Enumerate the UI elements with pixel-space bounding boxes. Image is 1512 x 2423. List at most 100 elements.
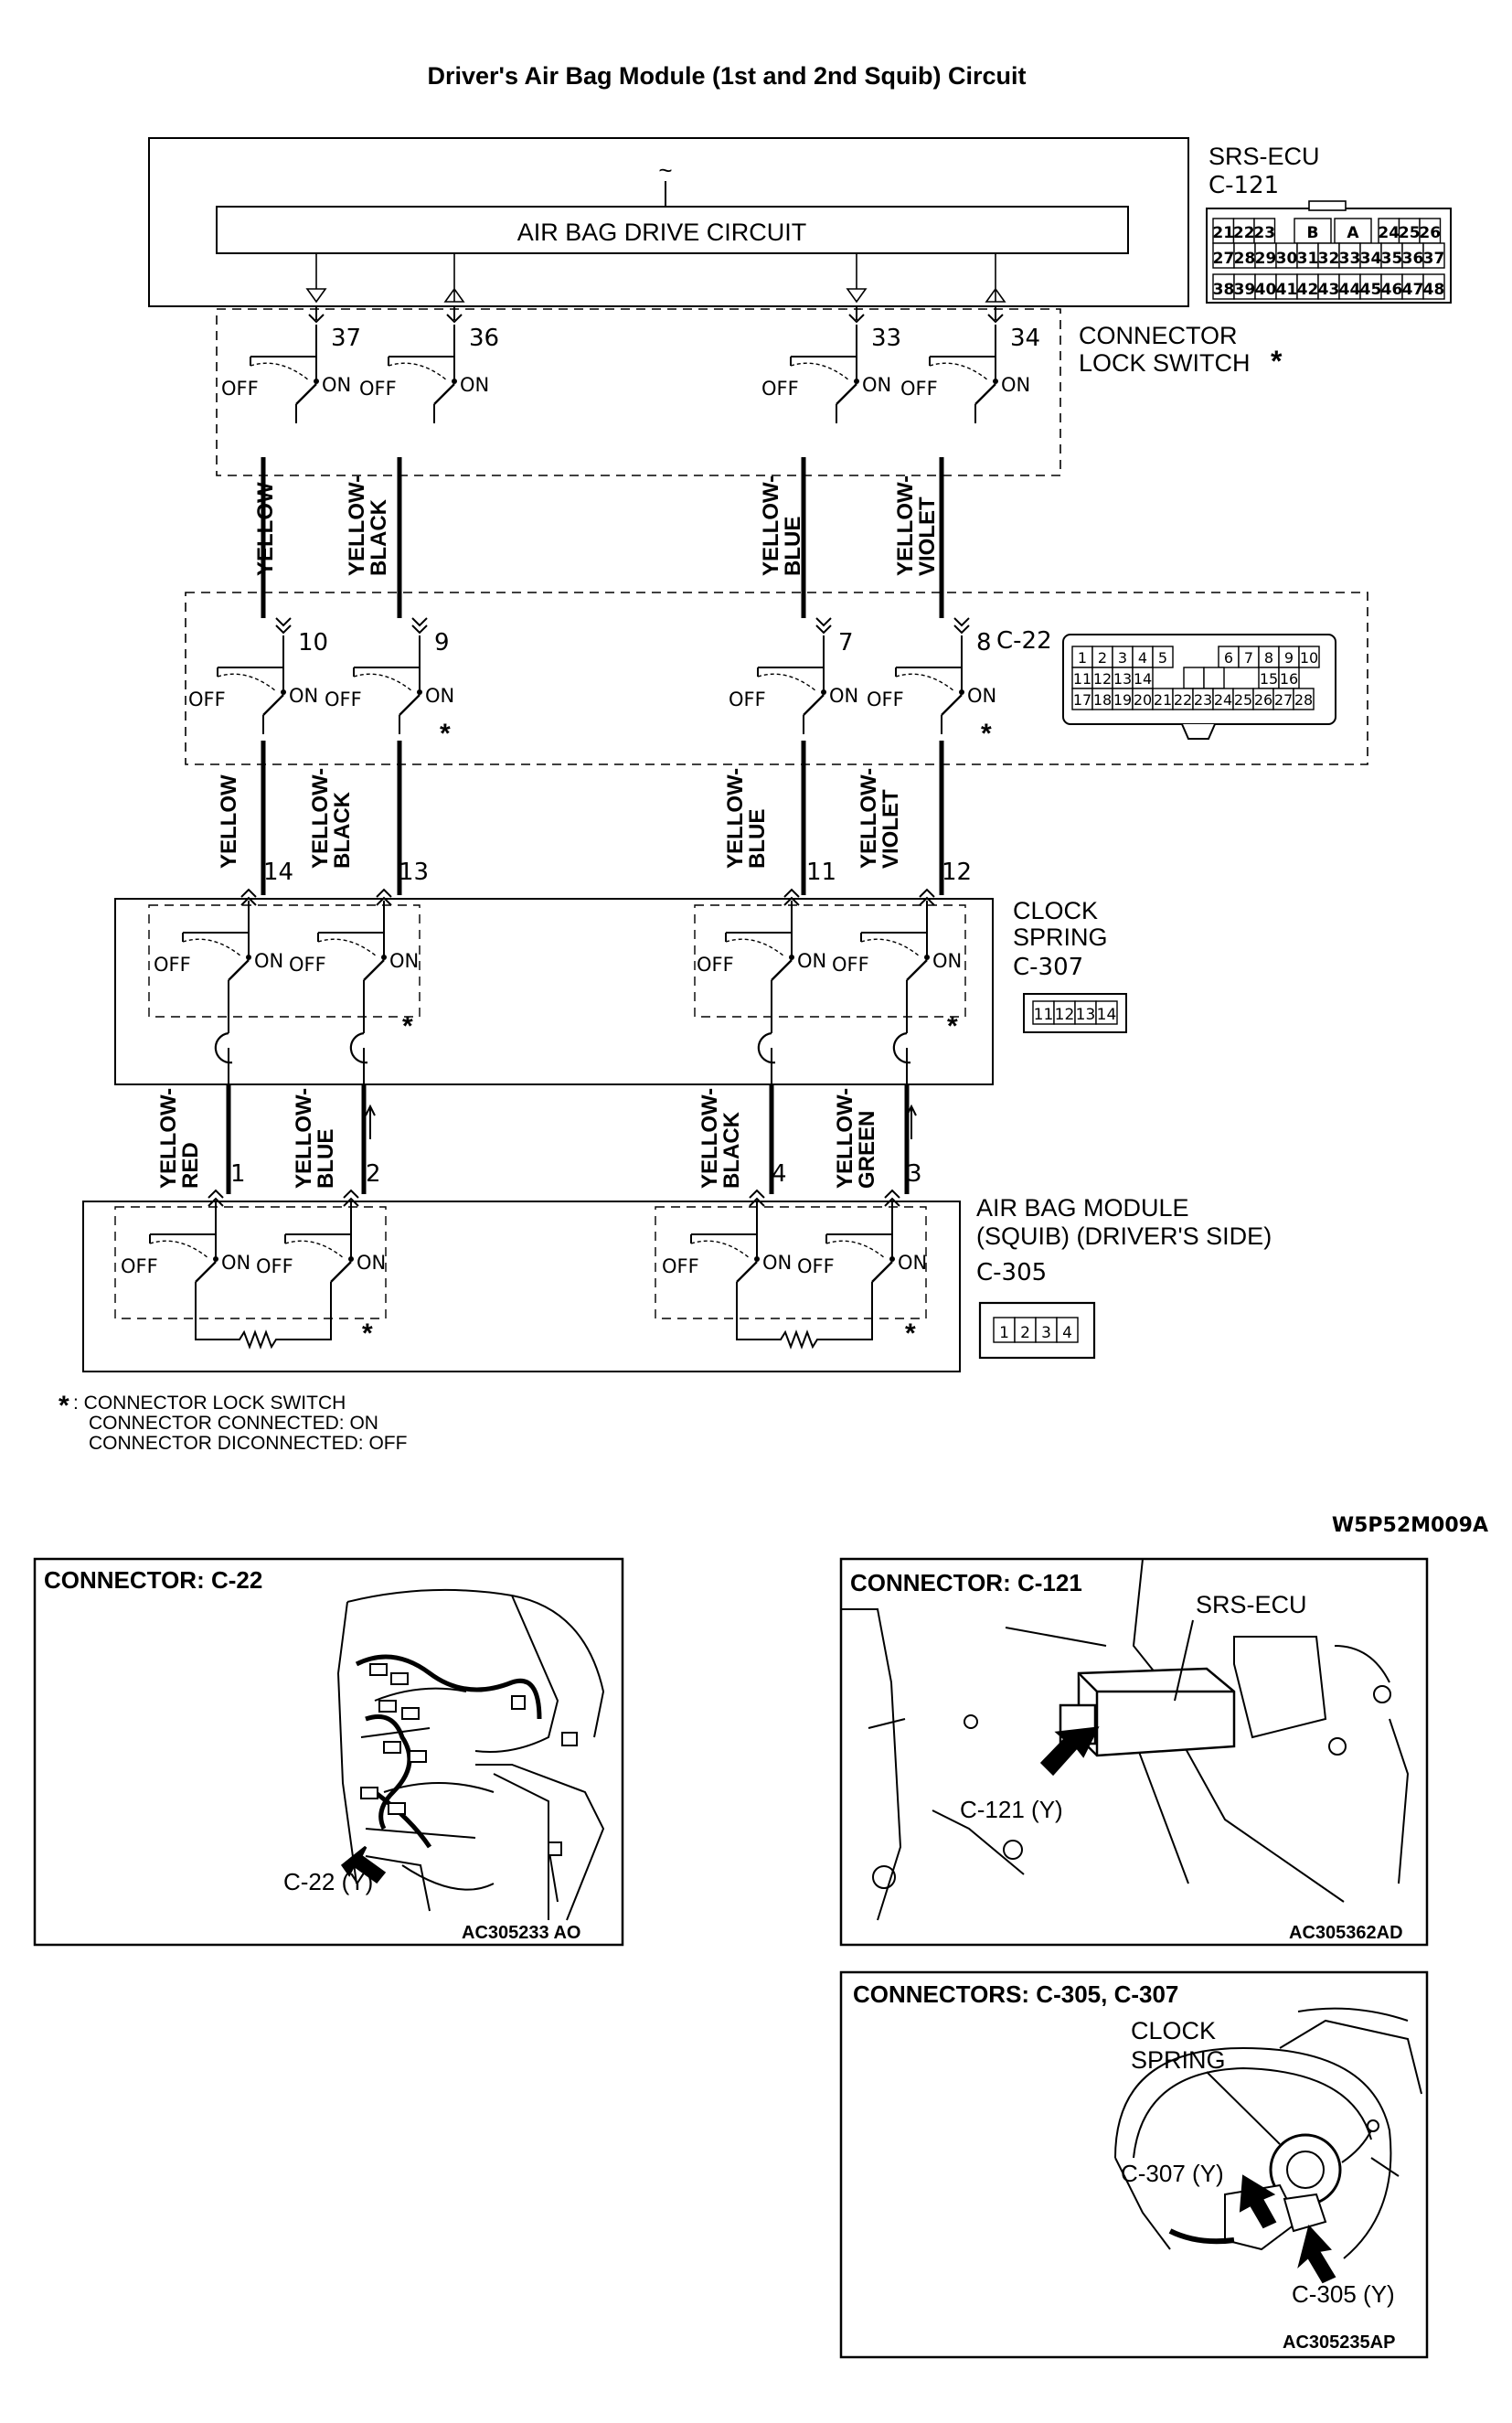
c22-pin-cell: 18	[1093, 691, 1112, 709]
c121-pin-cell: 31	[1297, 250, 1319, 268]
c22-pin-cell: 5	[1158, 649, 1167, 667]
c121-pin-cell: 29	[1255, 250, 1277, 268]
footnote-symbol: *	[59, 1391, 69, 1421]
c22-pin-cell: 4	[1138, 649, 1147, 667]
c22-pin-cell: 12	[1093, 670, 1112, 688]
airbag-module-label-line1: AIR BAG MODULE	[976, 1194, 1189, 1222]
wire-a-yellow-blue-l1: YELLOW-	[759, 475, 783, 576]
c22-pin-cell: 15	[1260, 670, 1278, 688]
ecu-left-on-label-0: ON	[322, 374, 351, 396]
ab-pin-4: 4	[772, 1160, 787, 1188]
panel-c305-title: CONNECTORS: C-305, C-307	[853, 1980, 1178, 2008]
c22-right-on-label-1: ON	[967, 685, 996, 707]
panel-c305-callout: C-305 (Y)	[1292, 2280, 1395, 2308]
cs-pin-11: 11	[806, 859, 836, 886]
cs-right-off-label-1: OFF	[832, 954, 869, 976]
c22-connector-id: C-22	[996, 627, 1052, 655]
ecu-pin-33: 33	[871, 325, 901, 352]
c121-pin-cell: 36	[1402, 250, 1424, 268]
panel-c305-clock-line2: SPRING	[1131, 2046, 1226, 2074]
c22-pin-cell: 27	[1274, 691, 1293, 709]
panel-c305-code: AC305235AP	[1283, 2332, 1395, 2353]
switch-arc	[757, 673, 817, 692]
c121-pin-cell: 43	[1318, 281, 1340, 299]
cs-right-on-label-0: ON	[797, 950, 826, 972]
ab-pin-3: 3	[907, 1160, 922, 1188]
ecu-right-on-label-1: ON	[1001, 374, 1030, 396]
wire-c-yellow-blue-l2: BLUE	[314, 1129, 338, 1189]
diagram-title: Driver's Air Bag Module (1st and 2nd Squ…	[427, 62, 1026, 90]
wire-c-yellow-red-l2: RED	[178, 1142, 203, 1189]
switch-arc	[353, 673, 413, 692]
switch-arc	[790, 362, 850, 381]
c22-pin-cell: 16	[1280, 670, 1298, 688]
c22-pin-cell: 25	[1234, 691, 1252, 709]
c22-pin-cell: 10	[1300, 649, 1318, 667]
c305-pin-cell: 4	[1062, 1324, 1072, 1342]
panel-c307-callout: C-307 (Y)	[1121, 2160, 1224, 2187]
c121-pin-cell: 25	[1399, 224, 1421, 242]
c22-pin-cell: 14	[1134, 670, 1152, 688]
wire-a-yellow-black-l1: YELLOW-	[345, 475, 369, 576]
c22-pin-cell: 26	[1254, 691, 1272, 709]
wire-b-yellow-blue-l2: BLUE	[745, 809, 770, 869]
switch-arc	[388, 362, 448, 381]
c22-right-off-label-0: OFF	[729, 688, 766, 710]
c121-pin-cell: 44	[1339, 281, 1361, 299]
ecu-left-off-label-0: OFF	[221, 378, 259, 400]
c22-pin-cell: 28	[1294, 691, 1313, 709]
c22-pin-cell: 7	[1244, 649, 1253, 667]
panel-c305-clock-line1: CLOCK	[1131, 2017, 1216, 2044]
panel-c22: CONNECTOR: C-22	[33, 1557, 624, 1947]
c307-arrow-icon	[1239, 2174, 1277, 2229]
c121-pin-cell: 21	[1212, 224, 1234, 242]
panel-c121-title: CONNECTOR: C-121	[850, 1569, 1082, 1596]
c22-pin-9: 9	[434, 629, 450, 656]
c22-pin-cell: 19	[1113, 691, 1132, 709]
switch-arc	[929, 362, 989, 381]
cs-asterisk-left: *	[402, 1011, 413, 1041]
c305-arrow-icon	[1297, 2224, 1336, 2284]
wire-c-yellow-green-l1: YELLOW-	[833, 1088, 857, 1189]
c121-pin-cell: 27	[1213, 250, 1235, 268]
panel-c22-code: AC305233 AO	[462, 1923, 580, 1943]
c307-pin-cell: 14	[1097, 1006, 1117, 1024]
wire-c-yellow-black-l1: YELLOW-	[697, 1088, 722, 1189]
switch-arc	[149, 1240, 209, 1259]
lock-switch-asterisk: *	[1271, 345, 1283, 378]
c22-arrow-icon	[340, 1845, 387, 1884]
c22-pin-cell: 9	[1284, 649, 1294, 667]
cs-left-on-label-1: ON	[389, 950, 419, 972]
c121-pin-cell: 47	[1402, 281, 1424, 299]
wire-c-yellow-green-l2: GREEN	[855, 1111, 879, 1189]
clock-spring-coil	[892, 1031, 911, 1064]
clock-spring-coil	[214, 1031, 233, 1064]
c22-pin-cell: 23	[1194, 691, 1212, 709]
c121-pin-cell: 42	[1297, 281, 1319, 299]
figure-code: W5P52M009A	[1332, 1514, 1488, 1537]
switch-arc	[690, 1240, 751, 1259]
ecu-left-on-label-1: ON	[460, 374, 489, 396]
wire-a-yellow-blue-l2: BLUE	[781, 517, 805, 576]
cs-left-on-label-0: ON	[254, 950, 283, 972]
ecu-pin-36: 36	[469, 325, 499, 352]
wire-b-yellow-black-l2: BLACK	[330, 791, 355, 869]
ecu-right-on-label-0: ON	[862, 374, 891, 396]
srs-ecu-connector-id: C-121	[1209, 172, 1279, 199]
c121-pin-cell: 40	[1255, 281, 1277, 299]
srs-ecu-name: SRS-ECU	[1209, 143, 1320, 170]
c22-pin-cell: 2	[1098, 649, 1107, 667]
cs-left-off-label-0: OFF	[154, 954, 191, 976]
ab-pin-1: 1	[230, 1160, 246, 1188]
wire-b-yellow-l1: YELLOW	[217, 774, 241, 869]
c22-pin-8: 8	[976, 629, 992, 656]
airbag-module-label-line2: (SQUIB) (DRIVER'S SIDE)	[976, 1222, 1272, 1250]
clock-spring-coil	[757, 1031, 776, 1064]
panel-c121-ecu-label: SRS-ECU	[1196, 1591, 1307, 1618]
c22-right-on-label-0: ON	[829, 685, 858, 707]
lock-switch-label-line2: LOCK SWITCH	[1079, 349, 1251, 377]
cs-left-off-label-1: OFF	[289, 954, 326, 976]
ab-left-off-label-0: OFF	[121, 1255, 158, 1277]
c121-pin-cell: 45	[1360, 281, 1382, 299]
